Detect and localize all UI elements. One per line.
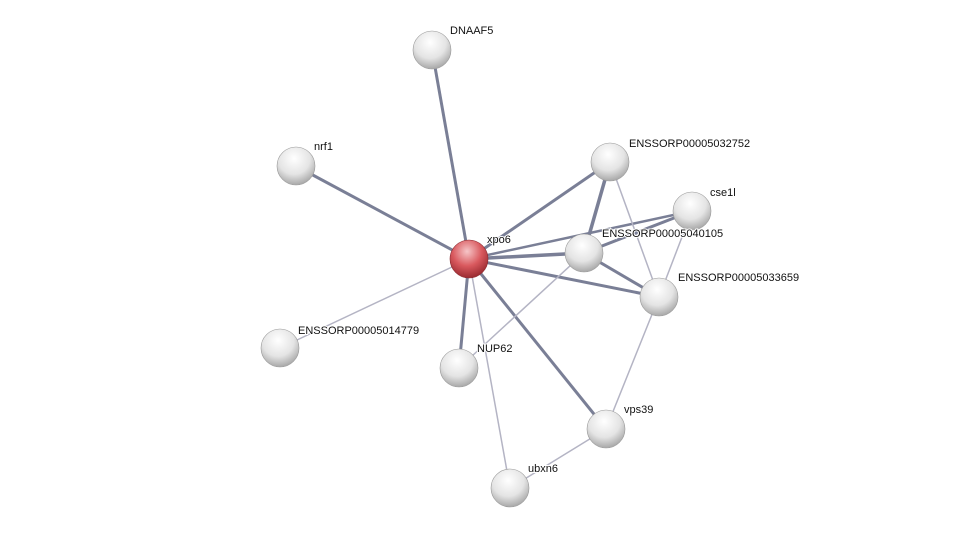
edge-cse1l-ENSSORP00005040105[interactable] <box>583 209 693 255</box>
node-ENSSORP00005032752[interactable]: ENSSORP00005032752 <box>590 137 751 182</box>
edge-xpo6-ENSSORP00005032752[interactable] <box>468 160 611 261</box>
node-sphere[interactable] <box>639 277 679 317</box>
node-label: nrf1 <box>314 141 333 153</box>
node-sphere[interactable] <box>672 191 712 231</box>
edge-ENSSORP00005040105-NUP62[interactable] <box>458 252 585 369</box>
node-label: ENSSORP00005014779 <box>298 325 419 337</box>
node-sphere[interactable] <box>439 348 479 388</box>
node-ENSSORP00005014779[interactable]: ENSSORP00005014779 <box>260 324 420 368</box>
edge-xpo6-DNAAF5[interactable] <box>430 49 471 260</box>
edge-xpo6-ubxn6[interactable] <box>468 258 511 489</box>
node-sphere[interactable] <box>564 233 604 273</box>
node-label: ubxn6 <box>528 463 558 475</box>
node-cse1l[interactable]: cse1l <box>672 186 737 231</box>
node-label: ENSSORP00005040105 <box>602 228 723 240</box>
node-sphere[interactable] <box>260 328 300 368</box>
node-NUP62[interactable]: NUP62 <box>439 342 513 388</box>
edge-ENSSORP00005032752-ENSSORP00005033659[interactable] <box>609 161 660 298</box>
edge-ENSSORP00005033659-vps39[interactable] <box>605 296 660 430</box>
edge-xpo6-ENSSORP00005033659[interactable] <box>468 257 660 299</box>
node-sphere[interactable] <box>449 239 489 279</box>
node-label: DNAAF5 <box>450 25 493 37</box>
node-sphere[interactable] <box>586 409 626 449</box>
edge-xpo6-nrf1[interactable] <box>295 164 470 261</box>
node-DNAAF5[interactable]: DNAAF5 <box>412 24 494 70</box>
node-sphere[interactable] <box>412 30 452 70</box>
node-label: ENSSORP00005032752 <box>629 138 750 150</box>
node-label: cse1l <box>710 187 736 199</box>
node-ubxn6[interactable]: ubxn6 <box>490 462 559 508</box>
node-label: vps39 <box>624 404 653 416</box>
edge-xpo6-vps39[interactable] <box>467 258 608 430</box>
node-xpo6[interactable]: xpo6 <box>449 233 512 279</box>
node-label: xpo6 <box>487 234 511 246</box>
node-sphere[interactable] <box>276 146 316 186</box>
edge-xpo6-ENSSORP00005014779[interactable] <box>279 258 470 349</box>
node-sphere[interactable] <box>490 468 530 508</box>
node-sphere[interactable] <box>590 142 630 182</box>
node-label: ENSSORP00005033659 <box>678 272 799 284</box>
node-nrf1[interactable]: nrf1 <box>276 140 334 186</box>
node-ENSSORP00005040105[interactable]: ENSSORP00005040105 <box>564 227 724 273</box>
node-label: NUP62 <box>477 343 512 355</box>
node-ENSSORP00005033659[interactable]: ENSSORP00005033659 <box>639 271 800 317</box>
node-vps39[interactable]: vps39 <box>586 403 654 449</box>
